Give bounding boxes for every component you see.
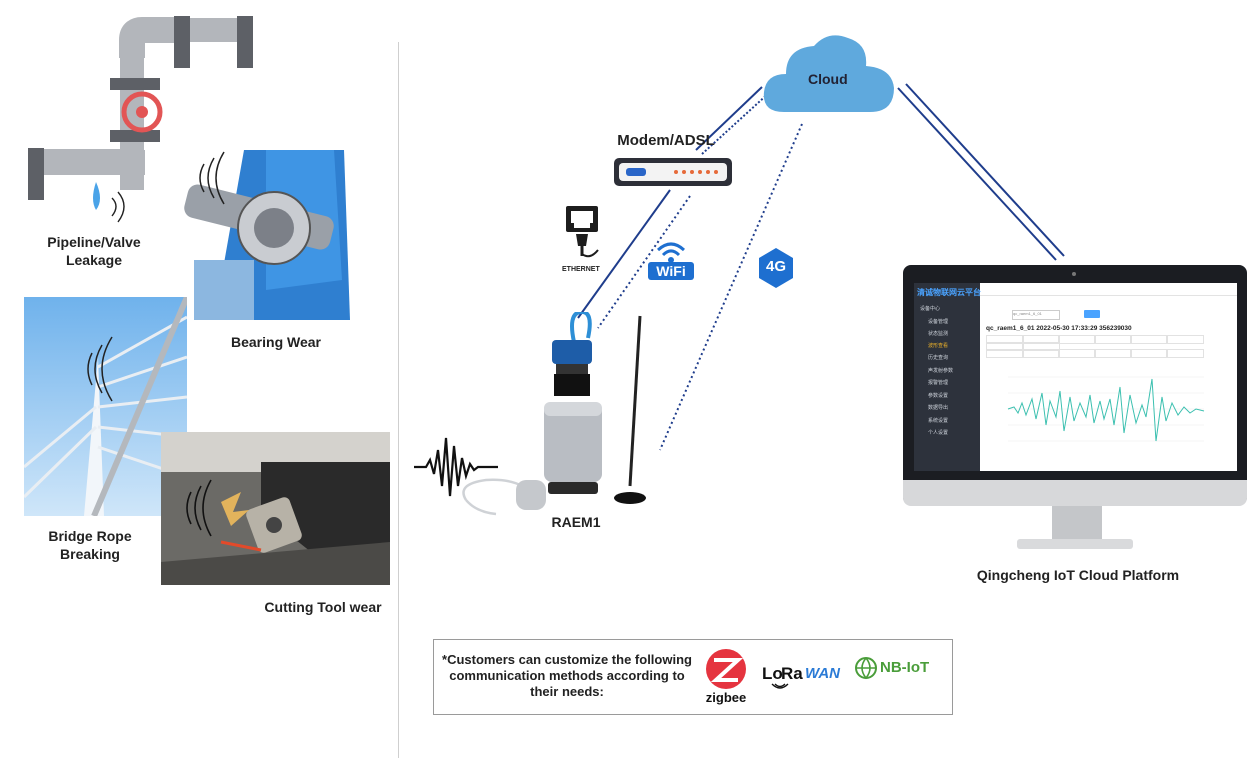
platform-label: Qingcheng IoT Cloud Platform (976, 567, 1180, 583)
lorawan-ra: Ra (781, 664, 803, 683)
zigbee-label: zigbee (705, 690, 747, 705)
customization-note: *Customers can customize the following c… (433, 639, 953, 715)
screen-table (986, 335, 1206, 358)
screen-menu-item: 声发射参数 (928, 368, 954, 374)
ethernet-label: ETHERNET (562, 266, 600, 273)
bearing-illustration (174, 130, 356, 326)
screen-menu-item: 设备管理 (928, 319, 949, 325)
zigbee-logo: zigbee (704, 648, 748, 708)
screen-menu-item: 参数设置 (928, 393, 949, 399)
pipeline-caption: Pipeline/Valve Leakage (47, 234, 141, 268)
nbiot-label: NB-IoT (880, 659, 930, 676)
monitor-base (1017, 539, 1133, 549)
bridge-illustration (24, 297, 187, 516)
screen-menu-item: 数据导出 (928, 405, 949, 411)
screen-menu-item: 报警管理 (928, 380, 949, 386)
monitor-camera (1072, 272, 1076, 276)
screen-menu-item: 设备中心 (920, 306, 941, 312)
pipeline-illustration (24, 10, 274, 230)
cellular-4g-icon: 4G (758, 248, 794, 288)
raem1-device (456, 309, 652, 518)
screen-heading: qc_raem1_6_01 2022-05-30 17:33:29 356239… (986, 325, 1132, 332)
screen-menu-item: 个人设置 (928, 430, 949, 436)
monitor-stand (1052, 506, 1102, 540)
modem-icon (614, 154, 732, 190)
nbiot-globe-icon (855, 657, 877, 680)
screen-menu-item: 历史查询 (928, 355, 949, 361)
screen-menu-item: 波形查看 (928, 343, 949, 349)
platform-screen: 清诚物联网云平台 设备中心 设备管理 状态监测 波形查看 历史查询 声发射参数 … (914, 283, 1237, 471)
wifi-label: WiFi (656, 263, 686, 279)
cellular-label: 4G (765, 258, 786, 275)
screen-topbar (980, 283, 1237, 296)
nbiot-logo: NB-IoT (854, 656, 950, 686)
screen-search-button (1084, 310, 1100, 318)
monitor-chin (903, 480, 1247, 506)
lorawan-logo: Lo Ra WAN (762, 662, 846, 692)
bridge-caption: Bridge Rope Breaking (48, 528, 132, 562)
screen-search-field: qc_raem1_6_01 (1012, 310, 1060, 320)
ethernet-icon (560, 206, 606, 262)
screen-waveform-chart (1007, 376, 1205, 442)
waveform-icon (412, 432, 500, 502)
cloud-icon (762, 28, 896, 114)
lorawan-wan: WAN (805, 665, 840, 682)
cloud-label: Cloud (808, 71, 848, 87)
cutting-tool-illustration (161, 432, 390, 585)
bearing-caption: Bearing Wear (231, 334, 321, 350)
wifi-icon (654, 238, 688, 264)
cutting-caption: Cutting Tool wear (264, 599, 382, 615)
device-label: RAEM1 (551, 514, 601, 530)
screen-menu-item: 系统设置 (928, 418, 949, 424)
lorawan-signal-icon (771, 683, 789, 689)
panel-divider (398, 42, 399, 758)
note-text: *Customers can customize the following c… (442, 652, 692, 699)
modem-label: Modem/ADSL (617, 132, 715, 149)
screen-sidebar: 清诚物联网云平台 设备中心 设备管理 状态监测 波形查看 历史查询 声发射参数 … (914, 283, 981, 471)
lorawan-lo: Lo (762, 664, 783, 683)
screen-app-title: 清诚物联网云平台 (917, 288, 981, 297)
screen-menu-item: 状态监测 (928, 331, 949, 337)
wifi-badge: WiFi (648, 262, 694, 280)
